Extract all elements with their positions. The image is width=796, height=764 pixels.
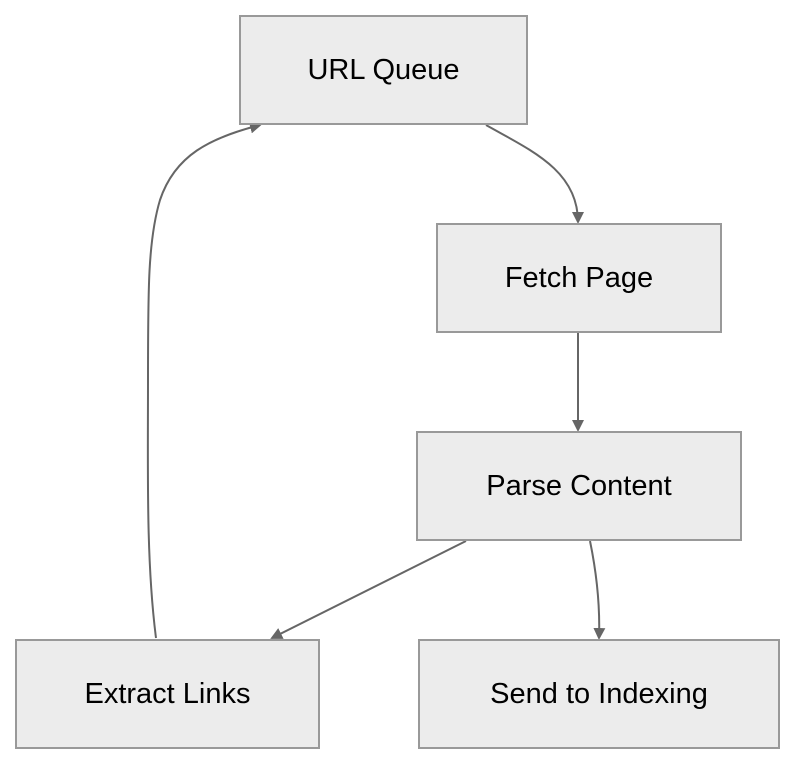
edge-extract-links-to-url-queue xyxy=(146,121,262,639)
edges xyxy=(146,121,606,640)
node-parse-content: Parse Content xyxy=(416,431,742,541)
node-url-queue: URL Queue xyxy=(239,15,528,125)
node-parse-content-label: Parse Content xyxy=(486,470,671,502)
edge-parse-content-to-extract-links xyxy=(270,540,467,639)
node-url-queue-label: URL Queue xyxy=(307,54,459,86)
edge-url-queue-to-fetch-page xyxy=(485,124,584,224)
edge-parse-content-to-send-to-indexing xyxy=(589,540,606,640)
node-fetch-page-label: Fetch Page xyxy=(505,262,653,294)
node-extract-links-label: Extract Links xyxy=(85,678,251,710)
node-send-to-indexing: Send to Indexing xyxy=(418,639,780,749)
node-extract-links: Extract Links xyxy=(15,639,320,749)
node-fetch-page: Fetch Page xyxy=(436,223,722,333)
node-send-to-indexing-label: Send to Indexing xyxy=(490,678,708,710)
